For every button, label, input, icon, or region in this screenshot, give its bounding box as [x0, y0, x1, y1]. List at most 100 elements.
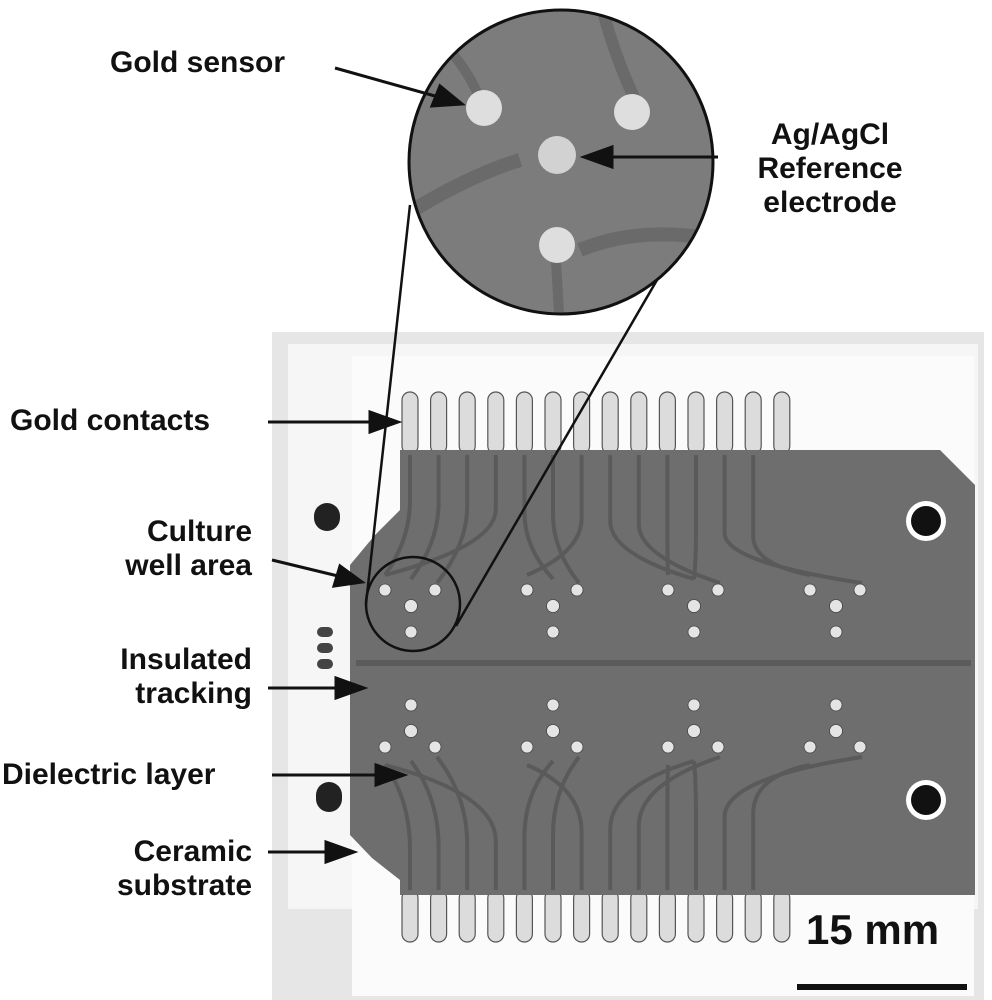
gold-contact [458, 391, 476, 455]
gold-contact [430, 889, 448, 943]
gold-sensor-dot [829, 698, 843, 712]
track [636, 755, 721, 890]
sensor-cluster [661, 583, 725, 639]
sensor-cluster [520, 698, 584, 754]
gold-contact [572, 889, 591, 943]
track [722, 755, 863, 890]
gold-sensor-dot [661, 583, 675, 597]
zoom-inset [407, 8, 715, 316]
track [751, 763, 811, 890]
gold-sensor-dot [803, 740, 817, 754]
gold-contact [630, 391, 648, 455]
gold-sensor-dot [546, 724, 560, 738]
label-insulated-line-1: Insulated [120, 643, 252, 676]
gold-contact [544, 889, 562, 943]
track [435, 455, 470, 585]
gold-sensor-dot [570, 583, 584, 597]
sensor-cluster [520, 583, 584, 639]
label-ceramic-line-1: Ceramic [133, 835, 252, 868]
label-culture-line-1: Culture [147, 515, 252, 548]
label-culture-line-2: well area [125, 549, 252, 582]
gold-contact [630, 889, 648, 943]
gold-contact [401, 391, 419, 455]
gold-contact [773, 889, 791, 943]
gold-contact [715, 889, 734, 943]
track [409, 455, 441, 581]
gold-contact [515, 889, 534, 943]
gold-sensor-dot [428, 740, 442, 754]
gold-contact [773, 391, 791, 455]
track [551, 455, 581, 585]
gold-contacts-top [401, 391, 791, 455]
gold-sensor-dot [546, 698, 560, 712]
label-gold-contacts: Gold contacts [10, 404, 211, 437]
track [692, 455, 698, 580]
zoom-line-left [364, 204, 412, 605]
track [384, 763, 498, 890]
track [608, 455, 695, 581]
gold-contact [515, 391, 534, 455]
gold-sensor-dot [378, 740, 392, 754]
gold-sensor-dot [404, 599, 418, 613]
gold-sensor-dot [711, 740, 725, 754]
sensor-cluster [803, 583, 867, 639]
track [551, 755, 581, 890]
gold-sensor-dot [829, 724, 843, 738]
gold-contact [687, 391, 705, 455]
label-insulated-tracking: Insulated tracking [40, 643, 252, 711]
gold-sensor-dot [661, 740, 675, 754]
gold-contact [658, 391, 677, 455]
gold-sensor-dot [520, 740, 534, 754]
label-insulated-line-2: tracking [135, 677, 252, 710]
gold-sensor-dot [687, 599, 701, 613]
track [722, 455, 863, 585]
gold-contact [430, 391, 448, 455]
dielectric-layer [350, 450, 975, 895]
gold-sensor-dot [546, 625, 560, 639]
scale-bar [797, 984, 967, 990]
label-reference-line-1: Ag/AgCl [770, 118, 890, 151]
gold-sensor-dot [404, 724, 418, 738]
label-reference-line-2: Reference [757, 152, 903, 185]
gold-sensor-dot [570, 740, 584, 754]
gold-contact [487, 889, 505, 943]
annotation-arrows [268, 66, 718, 865]
sensor-cluster [378, 583, 442, 639]
gold-sensor-dot [687, 698, 701, 712]
label-scale-bar: 15 mm [806, 906, 940, 953]
sensor-cluster [378, 698, 442, 754]
track [383, 455, 412, 577]
track [522, 759, 555, 890]
track [692, 760, 698, 890]
gold-contact [658, 889, 677, 943]
gold-sensor-dot [520, 583, 534, 597]
gold-contact [487, 391, 505, 455]
track [526, 455, 584, 577]
gold-sensor-dot [404, 625, 418, 639]
gold-sensor-dot [428, 583, 442, 597]
gold-sensor-dot [829, 599, 843, 613]
label-reference-line-3: electrode [763, 186, 897, 219]
gold-sensor-dot [546, 599, 560, 613]
gold-sensor-dot [829, 625, 843, 639]
track [665, 764, 670, 890]
label-ceramic-line-2: substrate [116, 869, 252, 902]
gold-contact [401, 889, 419, 943]
gold-contact [601, 889, 619, 943]
label-reference-electrode: Ag/AgCl Reference electrode [720, 118, 940, 220]
track [409, 759, 441, 890]
label-culture-well: Culture well area [40, 515, 252, 583]
gold-sensor-dot [853, 583, 867, 597]
insulated-tracks [383, 455, 863, 890]
gold-contact [744, 391, 762, 455]
gold-sensor-dot [803, 583, 817, 597]
label-gold-sensor: Gold sensor [110, 46, 286, 79]
gold-contact [544, 391, 562, 455]
gold-contact [458, 889, 476, 943]
gold-sensor-dot [378, 583, 392, 597]
gold-sensor-dot [404, 698, 418, 712]
gold-sensor-dot [687, 625, 701, 639]
track [608, 759, 695, 890]
